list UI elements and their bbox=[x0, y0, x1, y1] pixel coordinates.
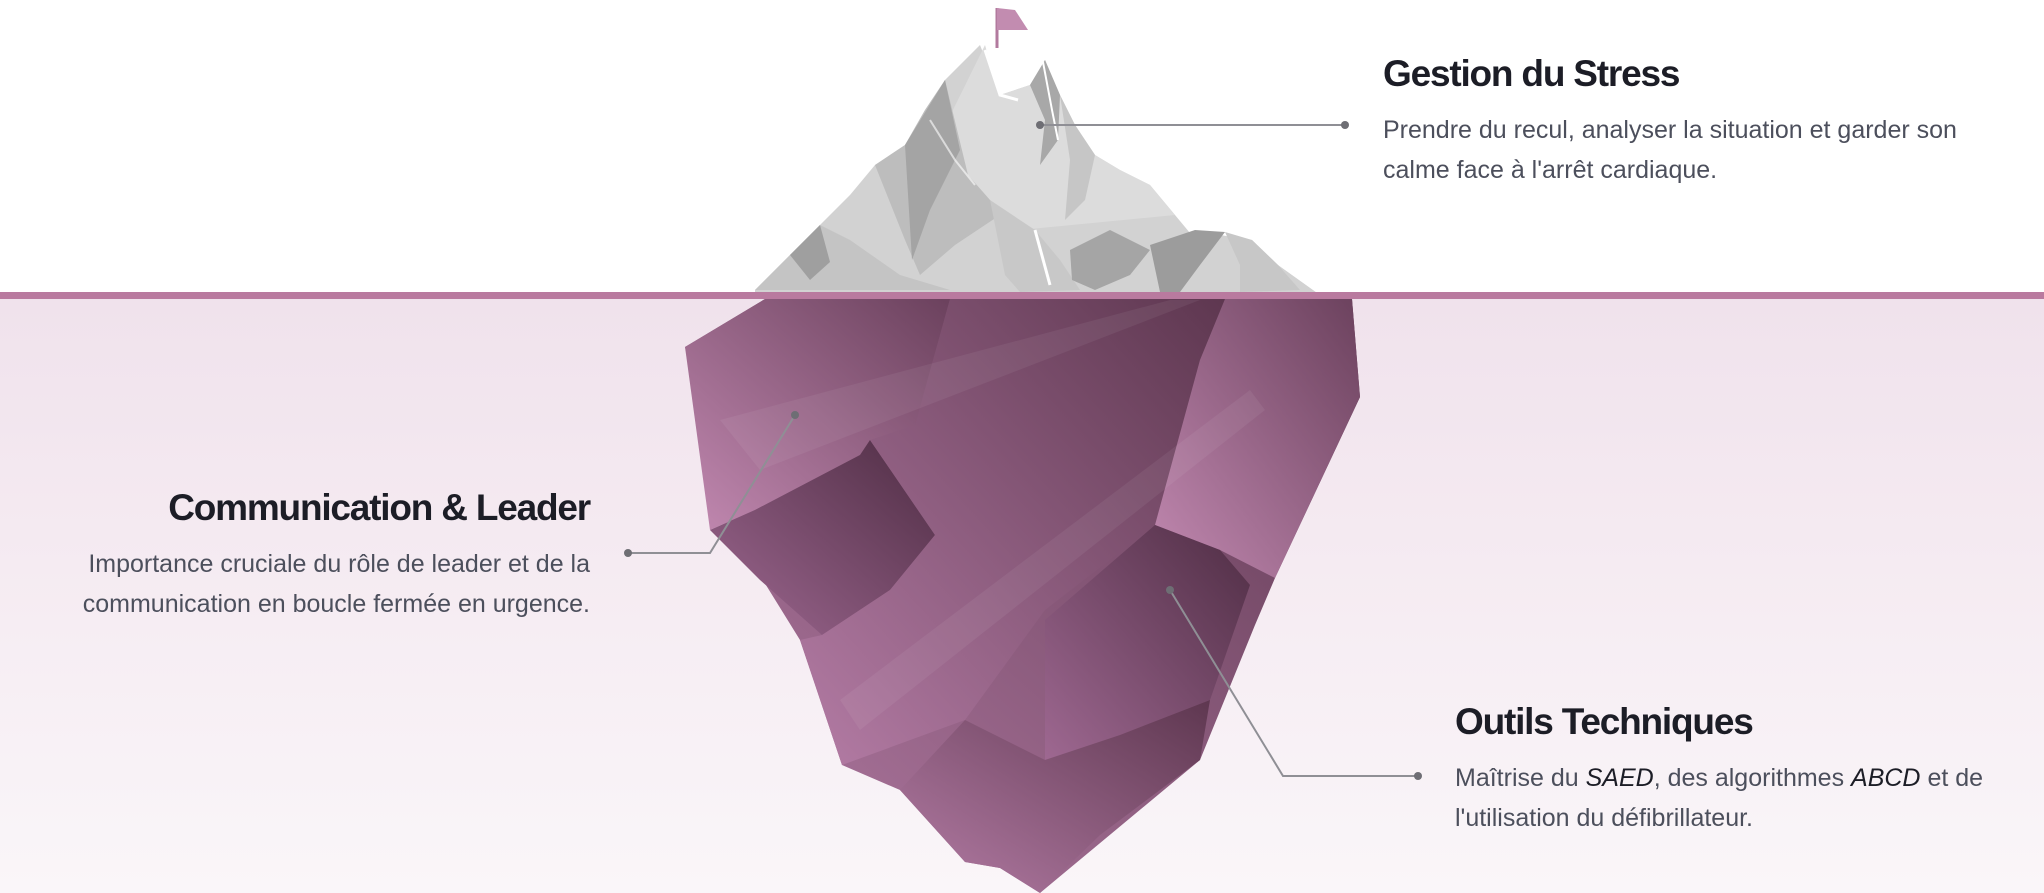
iceberg-underwater bbox=[685, 299, 1360, 893]
term-saed: SAED bbox=[1585, 764, 1654, 792]
iceberg-peak bbox=[755, 45, 1320, 295]
label-stress-title: Gestion du Stress bbox=[1383, 53, 1680, 94]
desc-suffix: et de l'utilisation du défibrillateur. bbox=[1455, 764, 1984, 832]
waterline bbox=[0, 292, 2044, 299]
label-communication: Communication & Leader Importance crucia… bbox=[10, 486, 591, 624]
label-communication-title: Communication & Leader bbox=[168, 487, 591, 528]
connector-tools bbox=[1166, 586, 1422, 780]
flag-icon bbox=[995, 8, 1028, 48]
connector-stress bbox=[1036, 121, 1349, 129]
label-tools: Outils Techniques Maîtrise du SAED, des … bbox=[1455, 700, 2035, 838]
label-tools-title: Outils Techniques bbox=[1455, 701, 1754, 742]
connector-communication bbox=[624, 411, 799, 557]
desc-prefix: Maîtrise du bbox=[1455, 764, 1586, 792]
term-abcd: ABCD bbox=[1851, 764, 1921, 792]
label-stress-description: Prendre du recul, analyser la situation … bbox=[1383, 116, 1957, 184]
desc-middle: , des algorithmes bbox=[1653, 764, 1852, 792]
label-communication-description: Importance cruciale du rôle de leader et… bbox=[82, 550, 590, 618]
label-tools-description: Maîtrise du SAED, des algorithmes ABCD e… bbox=[1455, 758, 2035, 838]
label-stress: Gestion du Stress Prendre du recul, anal… bbox=[1383, 52, 2003, 190]
